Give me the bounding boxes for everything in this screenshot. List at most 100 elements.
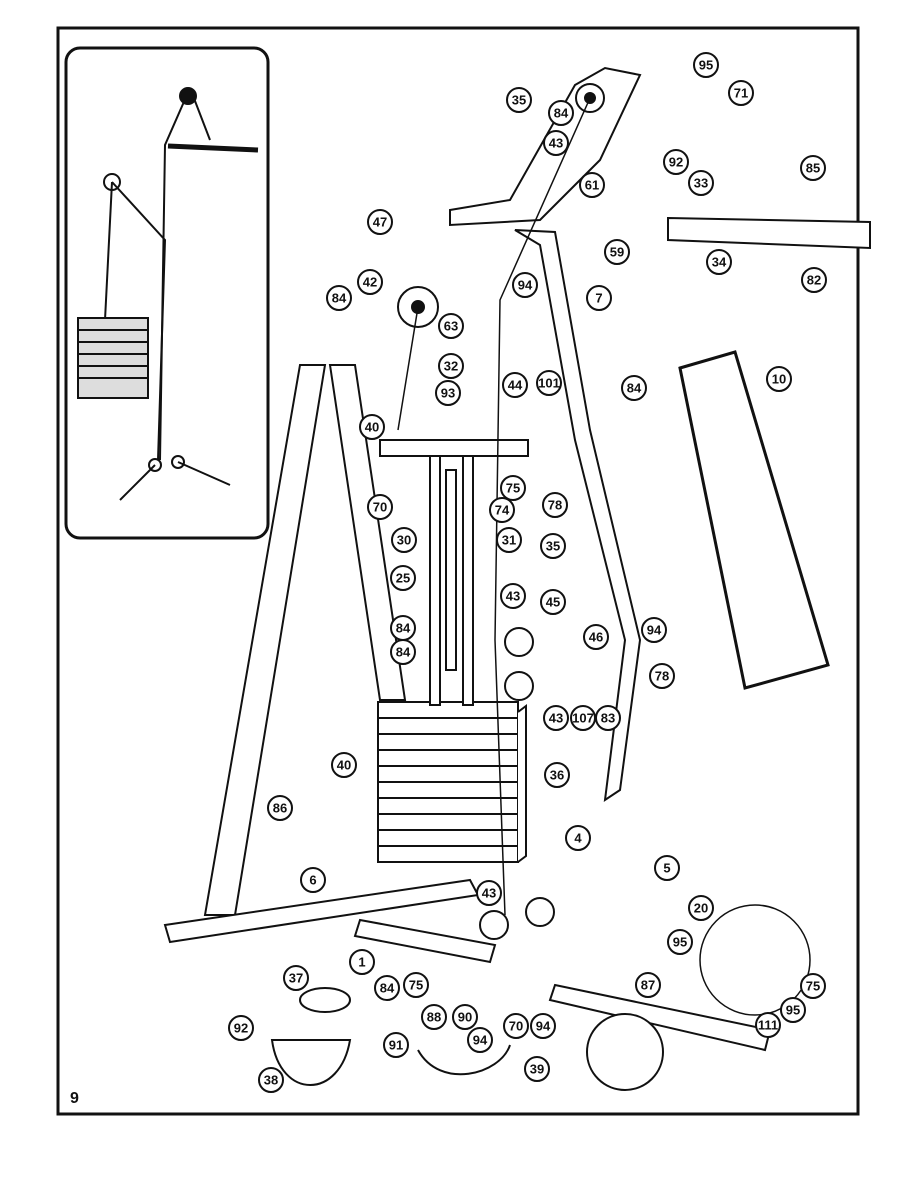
- callout-83: 83: [595, 705, 621, 731]
- callout-label: 32: [444, 359, 458, 374]
- callout-85: 85: [800, 155, 826, 181]
- callout-92: 92: [228, 1015, 254, 1041]
- callout-label: 95: [673, 935, 687, 950]
- callout-70: 70: [367, 494, 393, 520]
- callout-label: 45: [546, 595, 560, 610]
- callout-42: 42: [357, 269, 383, 295]
- callout-label: 43: [549, 136, 563, 151]
- callout-78: 78: [649, 663, 675, 689]
- callout-label: 74: [495, 503, 510, 518]
- page-border: [56, 26, 860, 1116]
- callout-75: 75: [500, 475, 526, 501]
- weight-stack: [377, 701, 527, 863]
- inset-cable-routing-sketch: [64, 46, 270, 540]
- callout-4: 4: [565, 825, 591, 851]
- callout-label: 93: [441, 386, 455, 401]
- callout-71: 71: [728, 80, 754, 106]
- callout-33: 33: [688, 170, 714, 196]
- callout-label: 82: [807, 273, 821, 288]
- callout-101: 101: [536, 370, 562, 396]
- callout-43: 43: [543, 705, 569, 731]
- callout-107: 107: [570, 705, 596, 731]
- callout-32: 32: [438, 353, 464, 379]
- callout-43: 43: [500, 583, 526, 609]
- callout-label: 94: [473, 1033, 488, 1048]
- callout-label: 30: [397, 533, 411, 548]
- callout-35: 35: [506, 87, 532, 113]
- callout-label: 43: [549, 711, 563, 726]
- callout-40: 40: [331, 752, 357, 778]
- callout-label: 1: [358, 955, 365, 970]
- a-frame-legs: [203, 364, 407, 916]
- callout-label: 71: [734, 86, 748, 101]
- callout-61: 61: [579, 172, 605, 198]
- callout-label: 101: [538, 376, 560, 391]
- callout-label: 6: [309, 873, 316, 888]
- callout-label: 111: [758, 1018, 778, 1033]
- callout-94: 94: [530, 1013, 556, 1039]
- callout-95: 95: [667, 929, 693, 955]
- callout-36: 36: [544, 762, 570, 788]
- callout-label: 84: [554, 106, 569, 121]
- callout-45: 45: [540, 589, 566, 615]
- callout-30: 30: [391, 527, 417, 553]
- callout-label: 92: [234, 1021, 248, 1036]
- callout-31: 31: [496, 527, 522, 553]
- callout-95: 95: [780, 997, 806, 1023]
- callout-label: 107: [572, 711, 594, 726]
- callout-label: 4: [574, 831, 582, 846]
- callout-92: 92: [663, 149, 689, 175]
- callout-label: 34: [712, 255, 727, 270]
- callout-5: 5: [654, 855, 680, 881]
- callout-47: 47: [367, 209, 393, 235]
- callout-label: 78: [655, 669, 669, 684]
- callout-84: 84: [390, 639, 416, 665]
- callout-label: 43: [506, 589, 520, 604]
- callout-40: 40: [359, 414, 385, 440]
- callout-label: 85: [806, 161, 820, 176]
- callout-label: 84: [396, 621, 411, 636]
- pulleys: [397, 286, 555, 940]
- callout-94: 94: [467, 1027, 493, 1053]
- callout-label: 88: [427, 1010, 441, 1025]
- callout-34: 34: [706, 249, 732, 275]
- callout-95: 95: [693, 52, 719, 78]
- callout-84: 84: [374, 975, 400, 1001]
- callout-label: 75: [409, 978, 423, 993]
- callout-label: 40: [365, 420, 379, 435]
- callout-label: 84: [332, 291, 347, 306]
- callout-43: 43: [476, 880, 502, 906]
- callout-86: 86: [267, 795, 293, 821]
- callout-1: 1: [349, 949, 375, 975]
- callout-label: 10: [772, 372, 786, 387]
- callout-label: 63: [444, 319, 458, 334]
- callout-label: 38: [264, 1073, 278, 1088]
- callout-75: 75: [800, 973, 826, 999]
- callout-label: 94: [518, 278, 533, 293]
- callout-90: 90: [452, 1004, 478, 1030]
- callout-84: 84: [548, 100, 574, 126]
- callout-label: 40: [337, 758, 351, 773]
- callout-label: 61: [585, 178, 599, 193]
- base-rails: [163, 878, 772, 1052]
- callout-7: 7: [586, 285, 612, 311]
- crossbar-tube: [667, 216, 871, 250]
- callout-35: 35: [540, 533, 566, 559]
- callout-84: 84: [326, 285, 352, 311]
- callout-10: 10: [766, 366, 792, 392]
- callout-label: 95: [786, 1003, 800, 1018]
- callout-label: 33: [694, 176, 708, 191]
- callout-label: 7: [595, 291, 602, 306]
- callout-25: 25: [390, 565, 416, 591]
- callout-75: 75: [403, 972, 429, 998]
- callout-20: 20: [688, 895, 714, 921]
- callout-label: 44: [508, 378, 523, 393]
- callout-82: 82: [801, 267, 827, 293]
- callout-label: 70: [509, 1019, 523, 1034]
- callout-label: 25: [396, 571, 410, 586]
- callout-label: 75: [506, 481, 520, 496]
- callout-74: 74: [489, 497, 515, 523]
- callout-44: 44: [502, 372, 528, 398]
- callout-label: 94: [647, 623, 662, 638]
- callout-label: 75: [806, 979, 820, 994]
